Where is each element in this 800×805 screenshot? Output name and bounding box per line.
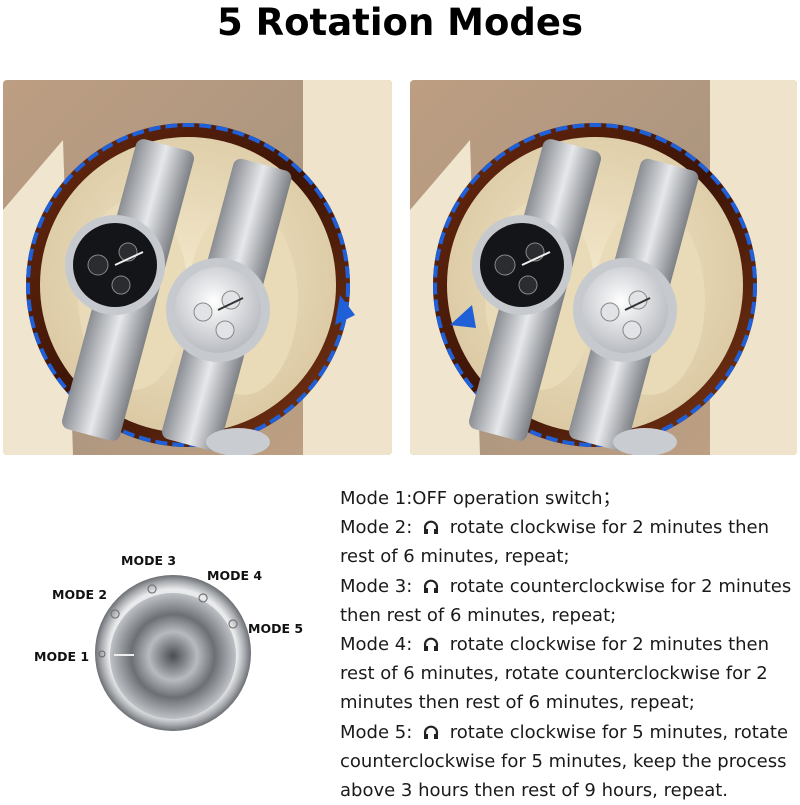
- mode1-label: MODE 1: [34, 649, 90, 664]
- mode3-line-2: then rest of 6 minutes, repeat;: [340, 604, 617, 626]
- mode4-line: Mode 4: rotate clockwise for 2 minutes t…: [340, 633, 770, 655]
- mode5-indicator: [228, 619, 238, 629]
- mode-knob-diagram: MODE 1 MODE 2 MODE 3 MODE 4 MODE 5: [0, 530, 330, 770]
- mode4-indicator: [198, 593, 208, 603]
- rotation-icon: [423, 725, 439, 739]
- rotation-icon: [423, 637, 439, 651]
- watch-winder-photo-counterclockwise: [410, 80, 797, 455]
- page-title: 5 Rotation Modes: [216, 1, 584, 44]
- mode5-line-3: above 3 hours then rest of 9 hours, repe…: [340, 779, 729, 801]
- mode3-line: Mode 3: rotate counterclockwise for 2 mi…: [340, 575, 792, 597]
- mode1-line: Mode 1:OFF operation switch；: [340, 488, 621, 509]
- rotation-icon: [423, 579, 439, 593]
- mode4-line-2: rest of 6 minutes, rotate counterclockwi…: [340, 663, 768, 685]
- rotation-icon: [423, 520, 439, 535]
- mode5-line: Mode 5: rotate clockwise for 5 minutes, …: [340, 721, 789, 743]
- mode2-indicator: [110, 609, 120, 619]
- mode-descriptions: Mode 1:OFF operation switch； Mode 2: rot…: [340, 484, 800, 805]
- mode3-label: MODE 3: [121, 553, 177, 568]
- mode3-indicator: [147, 584, 157, 594]
- knob-face: [110, 593, 236, 719]
- mode1-indicator: [98, 650, 106, 658]
- watch-winder-photo-clockwise: [3, 80, 392, 455]
- mode2-line-2: rest of 6 minutes, repeat;: [340, 546, 570, 568]
- mode2-label: MODE 2: [52, 587, 108, 602]
- mode2-line: Mode 2: rotate clockwise for 2 minutes t…: [340, 517, 770, 539]
- mode5-label: MODE 5: [248, 621, 304, 636]
- mode5-line-2: counterclockwise for 5 minutes, keep the…: [340, 750, 787, 772]
- mode4-line-3: minutes then rest of 6 minutes, repeat;: [340, 692, 695, 714]
- mode4-label: MODE 4: [207, 568, 263, 583]
